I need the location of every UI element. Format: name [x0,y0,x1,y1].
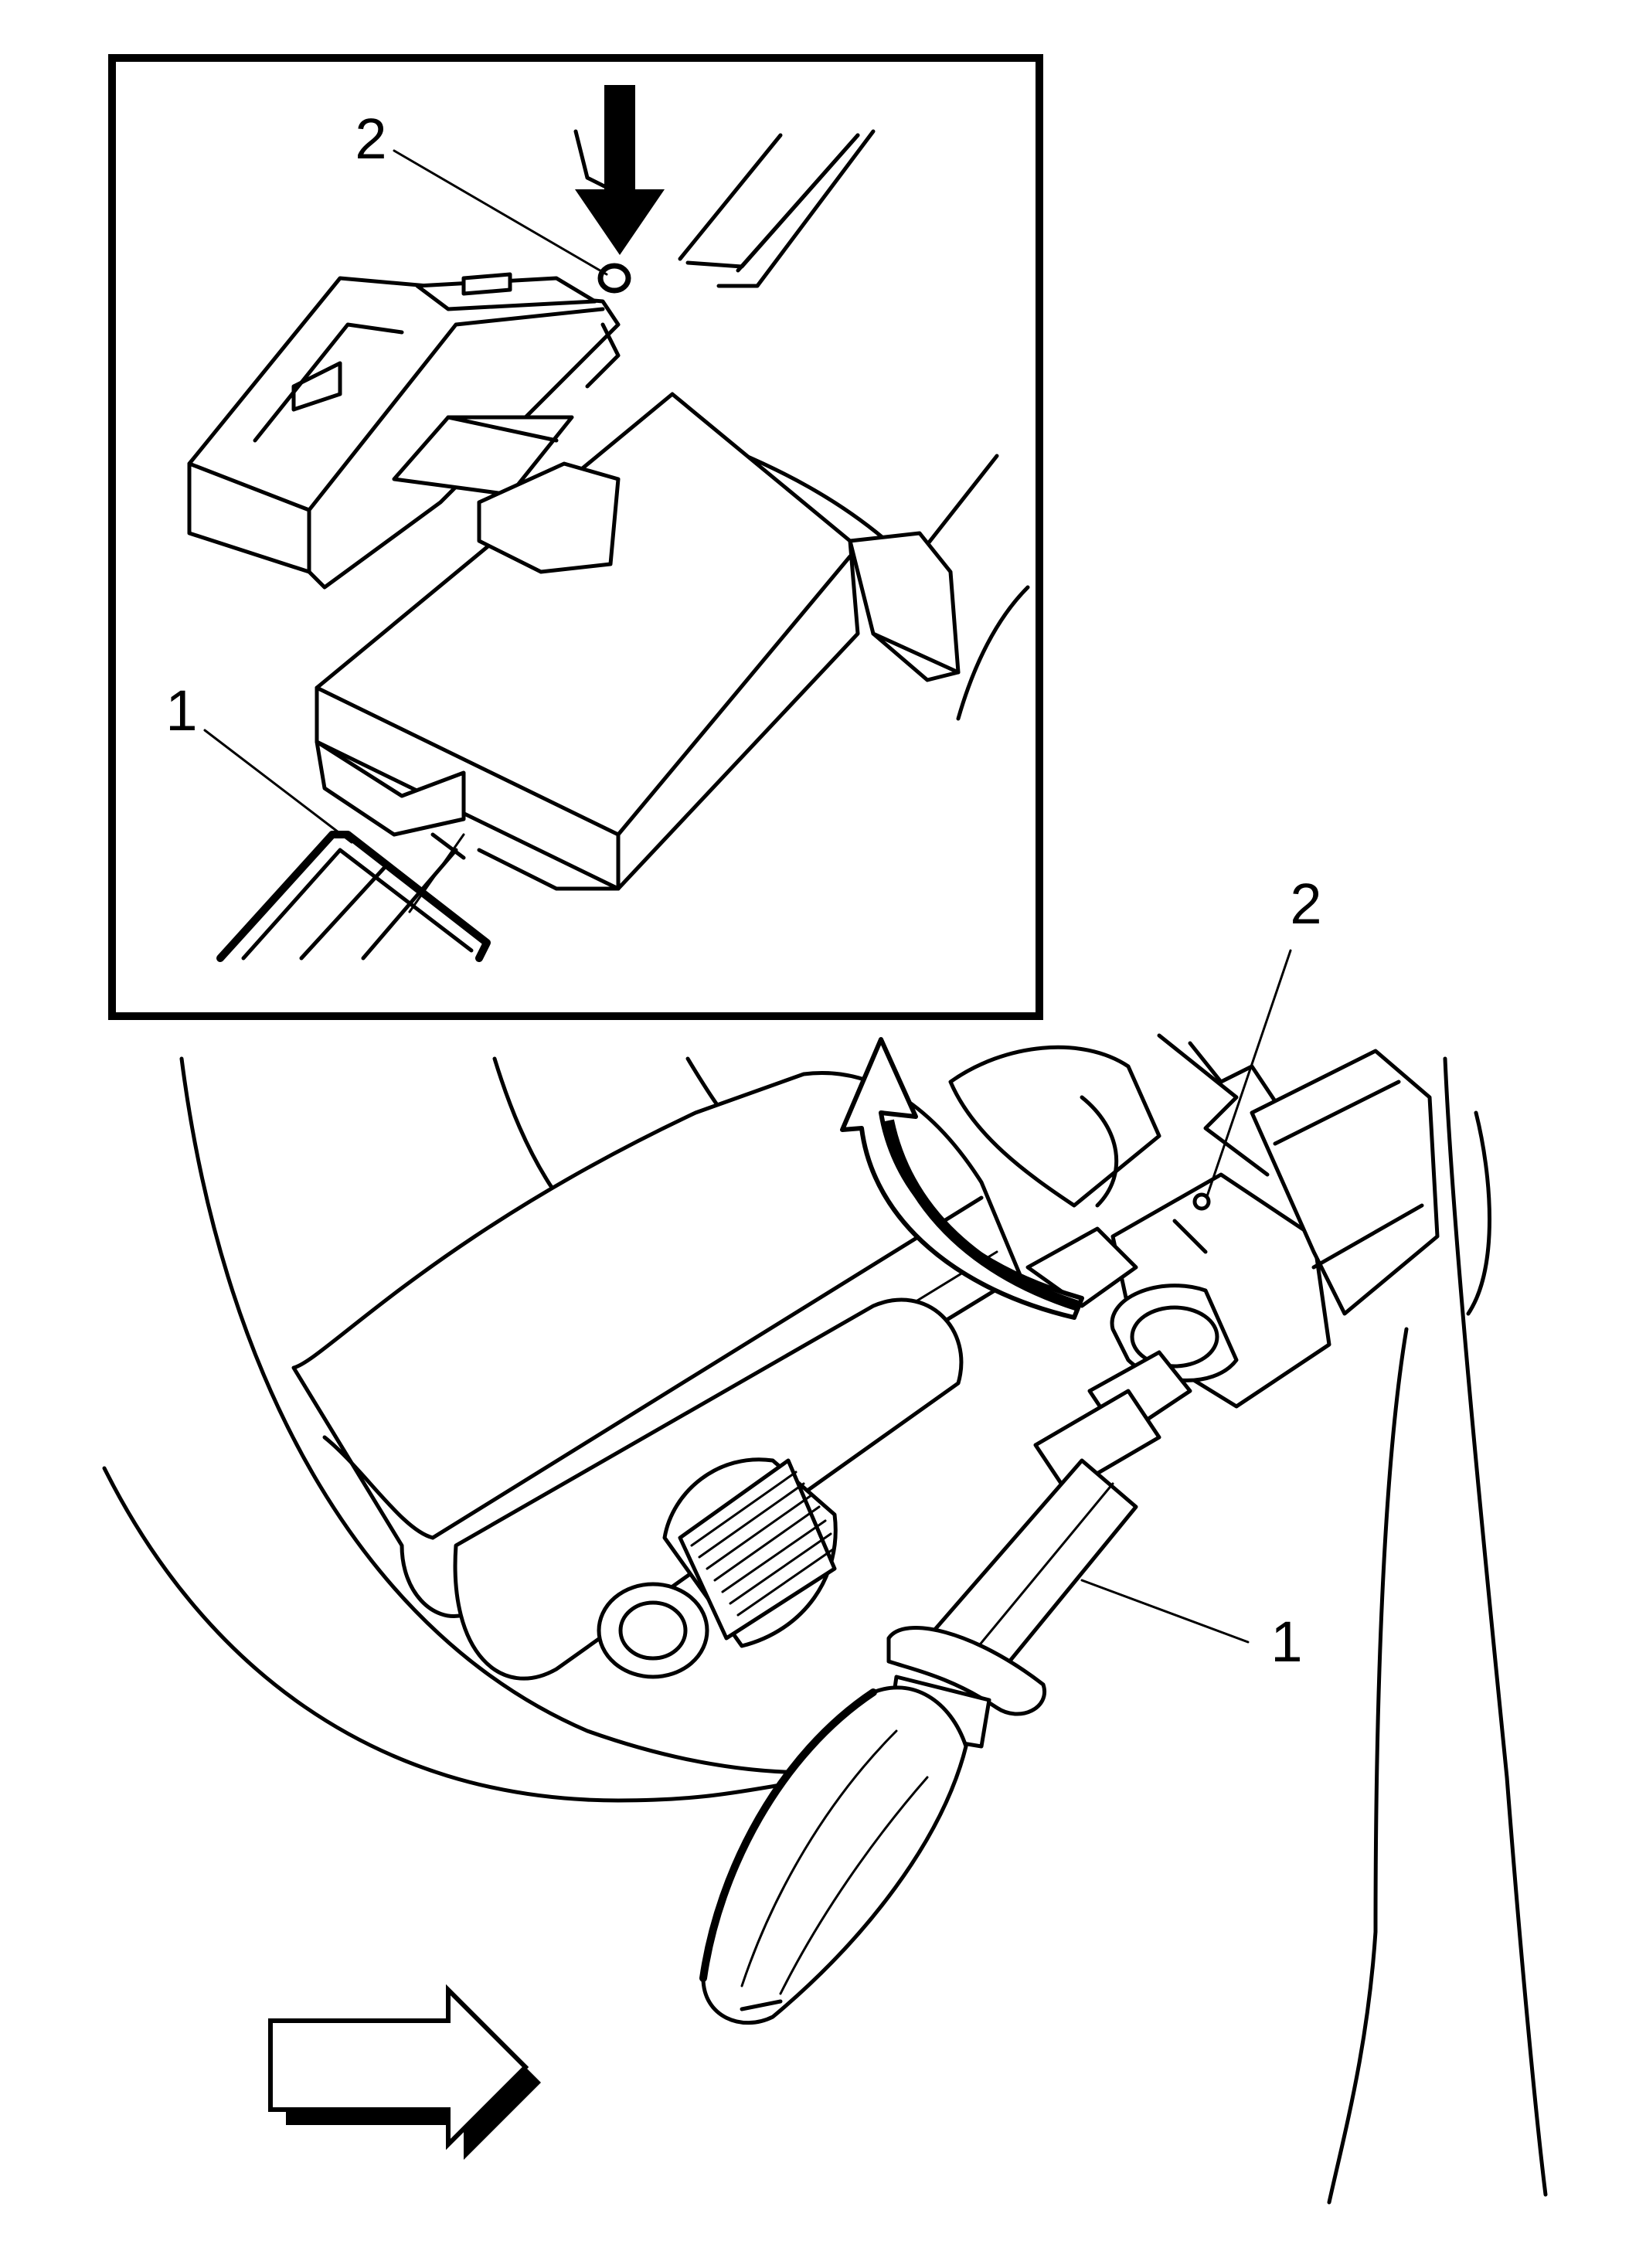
main-view: 2 1 [102,872,1548,2205]
column-shroud [948,1033,1285,1208]
inset-key-cylinder [216,831,491,962]
svg-text:2: 2 [1290,872,1321,936]
inset-retaining-tab [597,263,631,294]
retaining-tab [1192,1192,1211,1211]
main-callout-2: 2 [1206,872,1322,1198]
svg-text:1: 1 [1270,1610,1302,1674]
knurled-knob [678,1458,837,1641]
svg-text:2: 2 [355,107,386,171]
view-direction-arrow-icon [268,1984,541,2160]
svg-text:1: 1 [165,678,197,743]
press-arrow-icon [575,85,665,255]
main-callout-1: 1 [1080,1579,1303,1674]
ignition-key [699,1685,968,2025]
ignition-key-cylinder [886,1350,1192,1749]
column-trim-lines [1327,1056,1548,2205]
detail-inset: 2 1 [108,54,1043,1020]
inset-switch-body [315,392,961,891]
multifunction-lever [453,1297,964,1681]
rotation-arrow-icon [840,1037,1084,1320]
inset-callout-2: 2 [355,107,608,276]
steering-column [291,1071,1022,1618]
inset-callout-1: 1 [165,678,353,844]
ignition-switch-housing [1025,1049,1440,1409]
steering-wheel-rim [102,1056,852,1803]
inset-connector [187,272,621,590]
